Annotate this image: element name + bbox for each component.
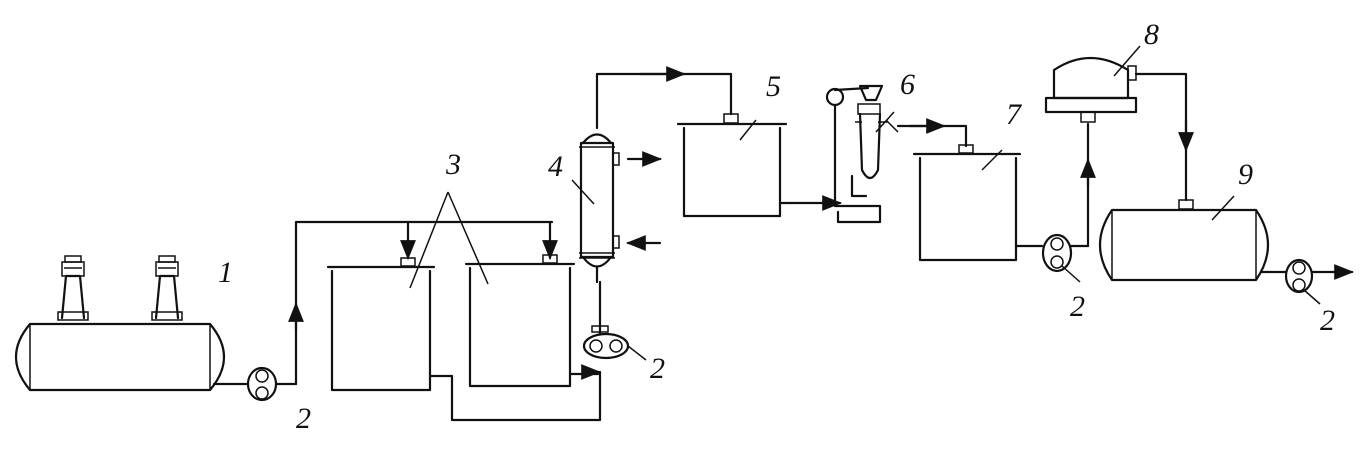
pipe-to-tank-5 [595,72,733,130]
pump-after-tank-7 [1041,233,1090,283]
label-pump-1: 2 [296,402,311,435]
mixing-tank-3b [464,254,600,388]
label-tank-7: 7 [1006,98,1023,131]
label-pump-3: 2 [1070,290,1085,323]
pump-after-tank-9 [1284,258,1354,305]
label-pump-2: 2 [650,352,665,385]
label-3-leaders [409,191,489,289]
breather-valve-left [57,255,89,321]
label-vessel-8: 8 [1144,18,1159,51]
tank-9 [1099,195,1288,282]
label-heat-exchanger: 4 [548,150,563,183]
breather-valve-right [151,255,183,321]
pump-after-tank-1 [212,366,298,402]
pipe-tanks-3-to-pump [444,370,602,422]
label-pump-4: 2 [1320,304,1335,337]
pipe-to-tanks-3 [294,220,554,386]
storage-tank-1 [15,255,225,392]
mixing-tank-3a [326,257,448,392]
label-separator: 6 [900,68,915,101]
pump-before-heat-exchanger [582,280,647,361]
label-tank-5: 5 [766,70,781,103]
pipe-to-tank-9 [1134,72,1188,202]
label-tanks-3: 3 [445,148,461,181]
label-tank-9: 9 [1238,158,1253,191]
vessel-8 [1044,45,1141,123]
pipe-to-tank-7 [896,124,968,148]
separator-6 [825,84,899,224]
heat-exchanger-4 [571,133,662,284]
label-storage-tank: 1 [218,256,233,289]
tank-5 [676,113,842,218]
tank-7 [912,144,1044,262]
